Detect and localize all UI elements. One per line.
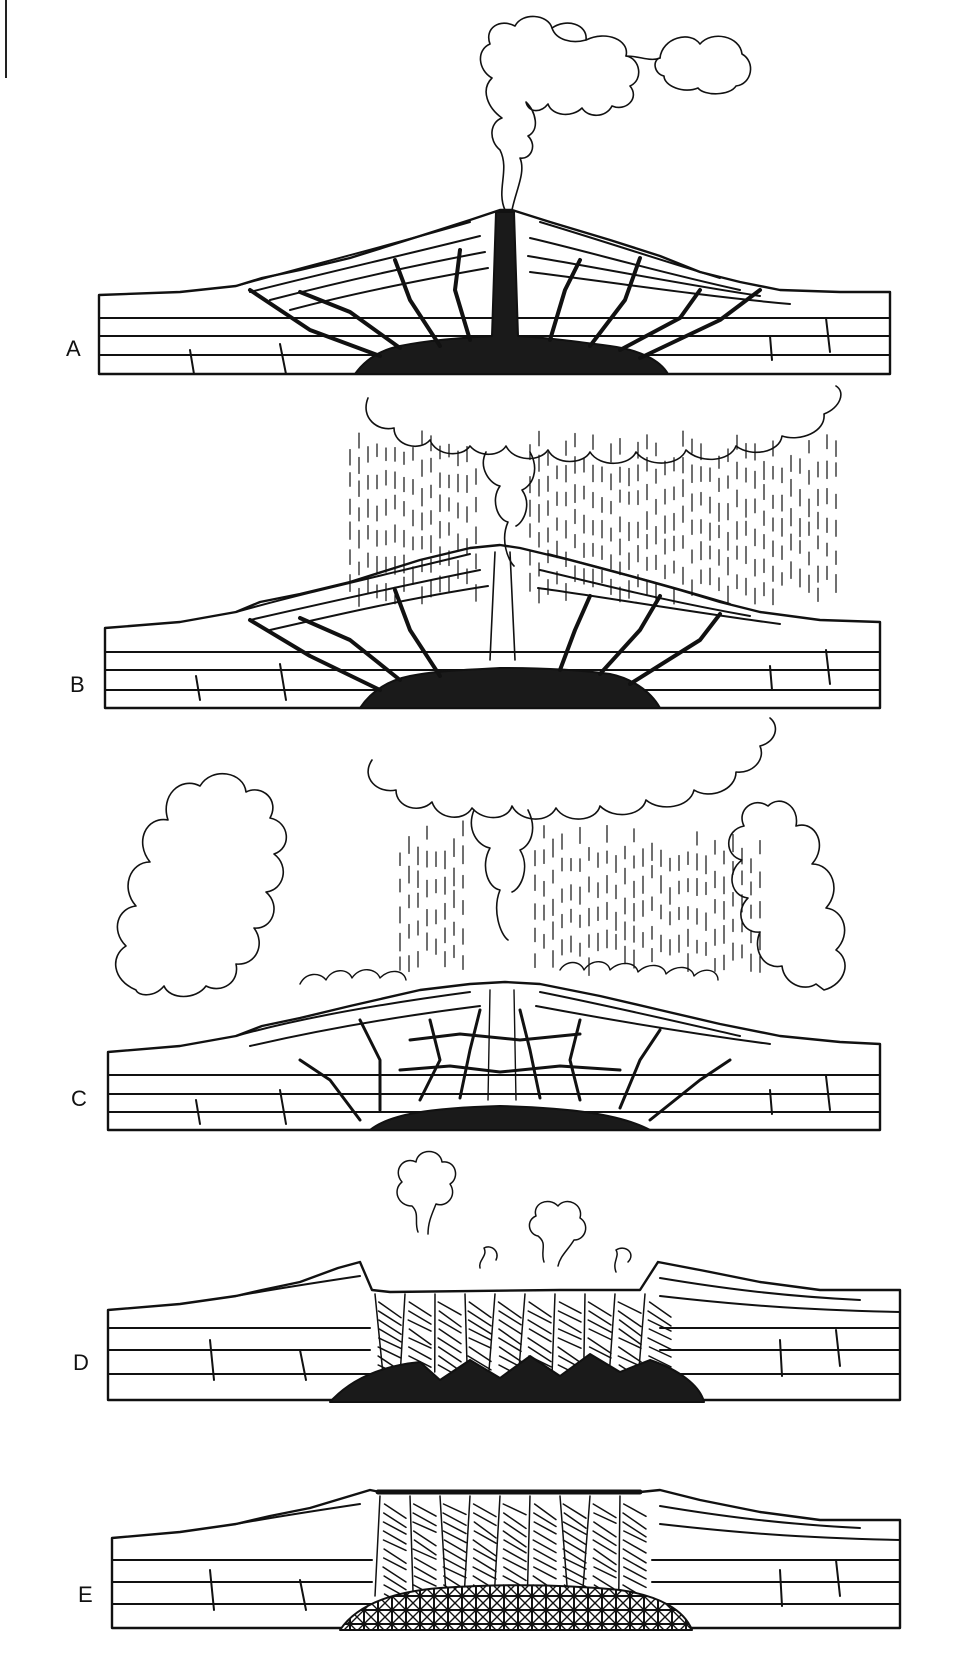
panel-label-d: D <box>73 1350 89 1375</box>
panel-label-c: C <box>71 1086 87 1111</box>
rain <box>399 820 761 976</box>
panel-d <box>106 1150 902 1403</box>
panel-a <box>97 15 892 376</box>
panel-e <box>110 1488 902 1631</box>
panel-c <box>106 717 882 1132</box>
eruption-cloud <box>479 15 752 211</box>
panel-label-b: B <box>70 672 85 697</box>
panel-b <box>103 385 882 710</box>
panel-label-a: A <box>66 336 81 361</box>
panel-label-e: E <box>78 1582 93 1607</box>
collapsed-blocks <box>374 1293 672 1382</box>
